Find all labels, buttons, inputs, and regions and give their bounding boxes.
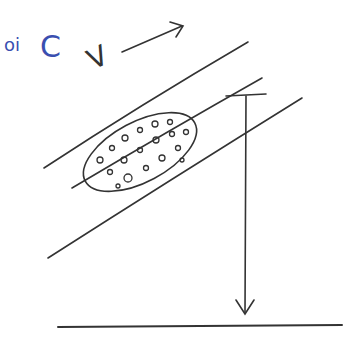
cut-off-label: oi: [4, 36, 20, 54]
particles: [97, 120, 189, 189]
particle-cloud: [71, 96, 209, 207]
arrow-head: [170, 22, 183, 37]
ground-line: [58, 325, 342, 327]
channel-wall: [48, 98, 302, 258]
symbol-label: C: [40, 32, 61, 62]
velocity-arrow: [122, 26, 182, 52]
velocity-label: V: [83, 41, 112, 74]
arrow-head: [236, 300, 254, 314]
dimension-line: [245, 96, 246, 312]
channel-wall: [44, 42, 248, 168]
